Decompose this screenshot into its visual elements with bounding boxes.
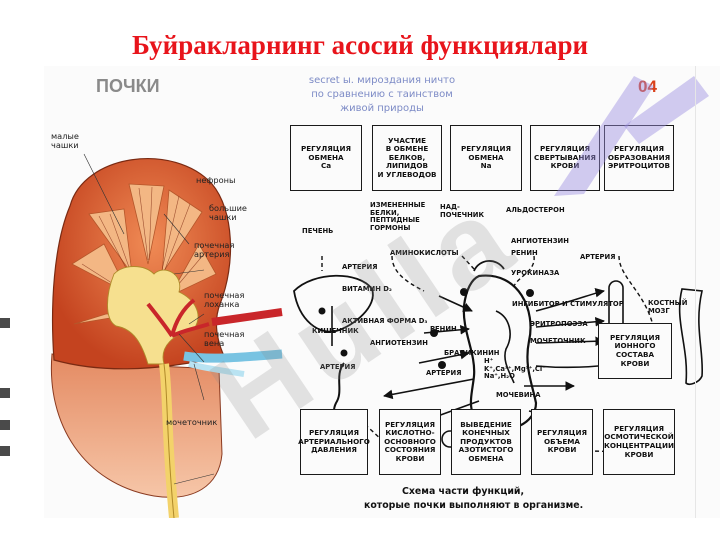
label-renal-pelvis: почечная лоханка — [204, 290, 245, 309]
caption-line-2: которые почки выполняют в организме. — [364, 500, 584, 511]
box-regulation-erythropoiesis: РЕГУЛЯЦИЯ ОБРАЗОВАНИЯ ЭРИТРОЦИТОВ — [604, 125, 674, 191]
box-regulation-blood-pressure: РЕГУЛЯЦИЯ АРТЕРИАЛЬНОГО ДАВЛЕНИЯ — [298, 409, 370, 475]
label-vitamin-d: ВИТАМИН D₂ — [342, 285, 392, 293]
nav-square-icon[interactable] — [0, 446, 10, 456]
nav-square-icon[interactable] — [0, 318, 10, 328]
label-renal-vein: почечная вена — [204, 329, 245, 348]
label-intestine: КИШЕЧНИК — [312, 327, 359, 335]
label-angiotensin-bottom: АНГИОТЕНЗИН — [370, 339, 428, 347]
label-ions: H⁺ K⁺,Ca²⁺,Mg²⁺,Cl⁻ Na⁺,H₂O — [484, 357, 546, 380]
label-renin-top: РЕНИН — [511, 249, 538, 257]
note-line: secret ы. мироздания ничто — [308, 75, 456, 86]
label-nephrons: нефроны — [196, 175, 236, 185]
heading: ПОЧКИ — [96, 76, 160, 96]
label-leaders — [83, 153, 215, 485]
label-large-cups: большие чашки — [209, 203, 247, 222]
ureter-edge — [163, 363, 175, 518]
label-erythropoiesis: ЭРИТРОПОЭЗА — [530, 320, 588, 328]
kidney-illustration — [50, 153, 283, 518]
label-urokinase: УРОКИНАЗА — [511, 269, 560, 277]
nav-square-icon[interactable] — [0, 420, 10, 430]
renal-artery-main — [211, 308, 283, 326]
medulla-pyramids — [71, 183, 217, 325]
renal-vein — [183, 349, 283, 363]
label-active-d: АКТИВНАЯ ФОРМА D₃ — [342, 317, 428, 325]
label-liver: ПЕЧЕНЬ — [302, 227, 334, 235]
label-changed-proteins: ИЗМЕНЕННЫЕ БЕЛКИ, ПЕПТИДНЫЕ ГОРМОНЫ — [370, 201, 426, 232]
box-regulation-ion-composition: РЕГУЛЯЦИЯ ИОННОГО СОСТАВА КРОВИ — [598, 323, 672, 379]
label-aminoacids: АМИНОКИСЛОТЫ — [390, 249, 459, 257]
slide-title: Буйракларнинг асосий функциялари — [131, 30, 589, 60]
box-regulation-acid-base: РЕГУЛЯЦИЯ КИСЛОТНО- ОСНОВНОГО СОСТОЯНИЯ … — [379, 409, 441, 475]
caption-line-1: Схема части функций, — [402, 486, 525, 497]
label-artery-left: АРТЕРИЯ — [320, 363, 356, 371]
label-bradykinin: БРАДИКИНИН — [444, 349, 500, 357]
nav-square-icon[interactable] — [0, 388, 10, 398]
label-renin-bottom: РЕНИН — [430, 325, 457, 333]
label-ureter-diagram: МОЧЕТОЧНИК — [530, 337, 586, 345]
label-artery-mid: АРТЕРИЯ — [426, 369, 462, 377]
box-nitrogen-excretion: ВЫВЕДЕНИЕ КОНЕЧНЫХ ПРОДУКТОВ АЗОТИСТОГО … — [451, 409, 521, 475]
label-inhibitor: ИНГИБИТОР И СТИМУЛЯТОР — [512, 300, 624, 308]
label-artery-liver: АРТЕРИЯ — [342, 263, 378, 271]
box-regulation-ca: РЕГУЛЯЦИЯ ОБМЕНА Ca — [290, 125, 362, 191]
label-artery-right: АРТЕРИЯ — [580, 253, 616, 261]
box-regulation-blood-volume: РЕГУЛЯЦИЯ ОБЪЕМА КРОВИ — [531, 409, 593, 475]
label-urea: МОЧЕВИНА — [496, 391, 541, 399]
central-kidney-inner — [495, 310, 515, 384]
note-line: по сравнению с таинством — [311, 89, 453, 100]
label-adrenal: НАД- ПОЧЕЧНИК — [440, 203, 485, 219]
renal-artery — [146, 298, 210, 338]
slide-edge — [695, 66, 696, 518]
label-small-cups: малые чашки — [51, 131, 79, 150]
page-number: 04 — [638, 77, 657, 96]
label-aldosterone: АЛЬДОСТЕРОН — [506, 206, 565, 214]
box-regulation-na: РЕГУЛЯЦИЯ ОБМЕНА Na — [450, 125, 522, 191]
box-regulation-osmotic-concentration: РЕГУЛЯЦИЯ ОСМОТИЧЕСКОЙ КОНЦЕНТРАЦИИ КРОВ… — [603, 409, 675, 475]
label-bone-marrow: КОСТНЫЙ МОЗГ — [648, 299, 688, 315]
kidney-lower-body — [50, 353, 223, 498]
renal-vein-inner — [188, 361, 245, 377]
slide-image: ПОЧКИ 04 secret ы. мироздания ничто по с… — [44, 66, 720, 518]
liver-shape — [293, 274, 374, 333]
note-line: живой природы — [340, 103, 424, 114]
box-metabolism-participation: УЧАСТИЕ В ОБМЕНЕ БЕЛКОВ, ЛИПИДОВ И УГЛЕВ… — [372, 125, 442, 191]
adrenal-shape — [473, 260, 505, 272]
box-regulation-coagulation: РЕГУЛЯЦИЯ СВЕРТЫВАНИЯ КРОВИ — [530, 125, 600, 191]
purple-watermark-mark — [554, 76, 709, 196]
label-renal-artery: почечная артерия — [194, 240, 235, 259]
label-ureter: мочеточник — [166, 417, 218, 427]
label-angiotensin-top: АНГИОТЕНЗИН — [511, 237, 569, 245]
